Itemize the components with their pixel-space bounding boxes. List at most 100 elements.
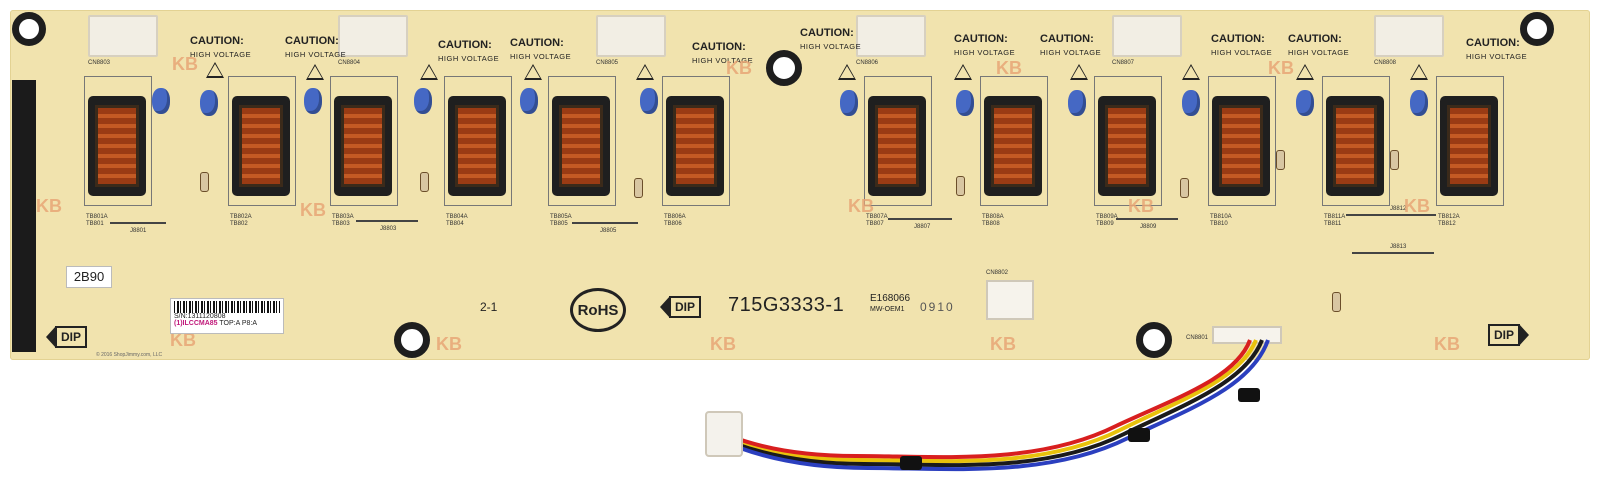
top-connector — [596, 15, 666, 57]
connector-label: CN8804 — [338, 60, 361, 66]
jumper-wire — [1352, 252, 1434, 254]
mounting-hole — [1136, 322, 1172, 358]
barcode-suffix: TOP:A P8:A — [219, 320, 258, 327]
transformer — [666, 96, 724, 196]
kb-watermark: KB — [710, 334, 736, 354]
jumper-label: J8812 — [1390, 206, 1407, 212]
jumper-label: J8809 — [1140, 224, 1157, 230]
resistor — [634, 178, 643, 198]
silkscreen-outline — [1322, 76, 1390, 206]
copyright-text: © 2016 ShopJimmy.com, LLC — [96, 352, 163, 358]
top-connector — [1374, 15, 1444, 57]
board-edge-strip — [12, 80, 36, 352]
caution-label: CAUTION:HIGH VOLTAGE — [285, 35, 347, 60]
transformer — [1326, 96, 1384, 196]
warning-triangle-icon — [420, 64, 438, 80]
warning-triangle-icon — [524, 64, 542, 80]
capacitor — [152, 88, 170, 114]
kb-watermark: KB — [726, 58, 752, 78]
kb-watermark: KB — [36, 196, 62, 216]
transformer — [88, 96, 146, 196]
mounting-hole — [766, 50, 802, 86]
silkscreen-outline — [444, 76, 512, 206]
resistor — [1276, 150, 1285, 170]
mounting-hole — [1520, 12, 1554, 46]
kb-watermark: KB — [300, 200, 326, 220]
transformer — [1098, 96, 1156, 196]
jumper-wire — [356, 220, 418, 222]
warning-triangle-icon — [954, 64, 972, 80]
caution-label: CAUTION:HIGH VOLTAGE — [954, 33, 1016, 58]
resistor — [1332, 292, 1341, 312]
caution-label: CAUTION:HIGH VOLTAGE — [438, 39, 500, 64]
jumper-wire — [572, 222, 638, 224]
silkscreen-outline — [864, 76, 932, 206]
resistor — [956, 176, 965, 196]
kb-watermark: KB — [996, 58, 1022, 78]
caution-label: CAUTION:HIGH VOLTAGE — [510, 37, 572, 62]
jumper-wire — [888, 218, 952, 220]
kb-watermark: KB — [1404, 196, 1430, 216]
top-connector — [856, 15, 926, 57]
dip-arrow-left: DIP — [46, 326, 88, 348]
resistor — [1180, 178, 1189, 198]
capacitor — [640, 88, 658, 114]
caution-label: CAUTION:HIGH VOLTAGE — [800, 27, 862, 52]
mounting-hole — [12, 12, 46, 46]
capacitor — [840, 90, 858, 116]
warning-triangle-icon — [1296, 64, 1314, 80]
jumper-wire — [1116, 218, 1178, 220]
transformer — [232, 96, 290, 196]
resistor — [1390, 150, 1399, 170]
warning-triangle-icon — [1070, 64, 1088, 80]
transformer — [552, 96, 610, 196]
connector-label: CN8803 — [88, 60, 111, 66]
transformer — [334, 96, 392, 196]
top-connector — [1112, 15, 1182, 57]
caution-label: CAUTION:HIGH VOLTAGE — [1211, 33, 1273, 58]
kb-watermark: KB — [170, 330, 196, 350]
stamp-label: 2B90 — [66, 266, 112, 288]
silkscreen-outline — [980, 76, 1048, 206]
capacitor — [1296, 90, 1314, 116]
barcode-icon — [174, 301, 280, 313]
silkscreen-outline — [330, 76, 398, 206]
dip-arrow-left: DIP — [660, 296, 702, 318]
jumper-label: J8803 — [380, 226, 397, 232]
date-code: 0910 — [920, 300, 955, 314]
transformer — [984, 96, 1042, 196]
warning-triangle-icon — [306, 64, 324, 80]
connector-label: CN8802 — [986, 270, 1009, 276]
connector-label: CN8805 — [596, 60, 619, 66]
silkscreen-outline — [84, 76, 152, 206]
rohs-mark: RoHS — [570, 288, 626, 332]
silkscreen-outline — [1094, 76, 1162, 206]
silkscreen-outline — [228, 76, 296, 206]
board-revision: 2-1 — [480, 300, 498, 314]
kb-watermark: KB — [990, 334, 1016, 354]
capacitor — [956, 90, 974, 116]
capacitor — [304, 88, 322, 114]
transformer — [868, 96, 926, 196]
transformer — [448, 96, 506, 196]
caution-label: CAUTION:HIGH VOLTAGE — [692, 41, 754, 66]
power-connector — [986, 280, 1034, 320]
top-connector — [338, 15, 408, 57]
transformer — [1440, 96, 1498, 196]
connector-label: CN8807 — [1112, 60, 1135, 66]
jumper-label: J8805 — [600, 228, 617, 234]
warning-triangle-icon — [838, 64, 856, 80]
silkscreen-outline — [548, 76, 616, 206]
resistor — [420, 172, 429, 192]
